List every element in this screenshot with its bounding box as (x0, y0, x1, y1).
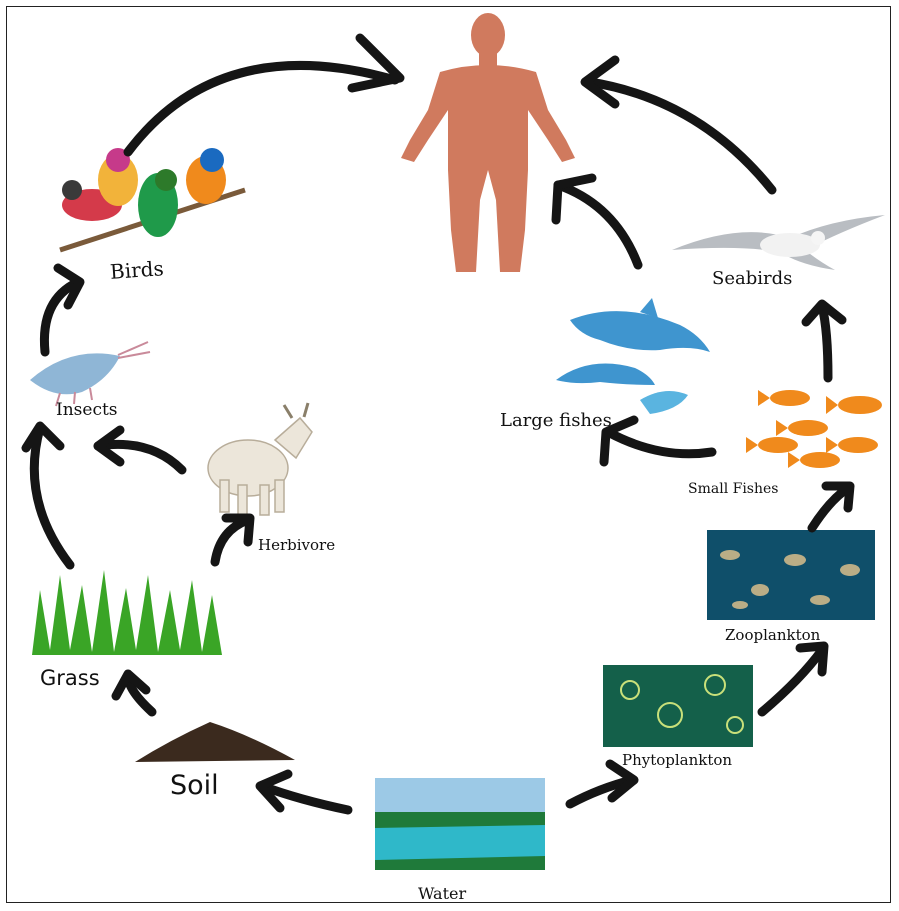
arrow-water-to-soil (260, 774, 348, 810)
arrow-zooplankton-to-smallfishes (812, 486, 850, 528)
arrow-herbivore-to-insects (98, 430, 182, 470)
goat-icon (208, 403, 312, 515)
label-herbivore: Herbivore (258, 536, 335, 554)
arrow-grass-to-herbivore (215, 518, 250, 562)
label-water: Water (418, 884, 466, 903)
soil-icon (135, 722, 295, 762)
arrow-smallfishes-to-seabirds (806, 304, 842, 378)
label-insects: Insects (56, 400, 118, 420)
label-large-fishes: Large fishes (500, 410, 612, 431)
label-small-fishes: Small Fishes (688, 481, 778, 497)
zooplankton-icon (707, 530, 875, 620)
arrow-insects-to-birds (44, 268, 80, 352)
lake-icon (375, 778, 545, 870)
grass-icon (32, 570, 222, 655)
seabird-icon (672, 215, 885, 270)
label-seabirds: Seabirds (712, 268, 792, 289)
label-grass: Grass (40, 666, 100, 690)
arrow-phytoplankton-to-zooplankton (762, 646, 824, 712)
birds-icon (60, 148, 245, 250)
label-zooplankton: Zooplankton (725, 626, 820, 644)
arrow-grass-to-insects (26, 426, 70, 565)
arrow-soil-to-grass (116, 674, 152, 712)
label-soil: Soil (170, 770, 219, 801)
arrow-seabirds-to-human (585, 60, 772, 190)
dolphins-icon (556, 298, 710, 414)
arrow-water-to-phytoplankton (570, 764, 634, 804)
label-birds: Birds (109, 256, 164, 284)
arrow-smallfishes-to-largefishes (604, 420, 712, 462)
arrow-birds-to-human (128, 38, 400, 152)
label-phytoplankton: Phytoplankton (622, 751, 732, 769)
human-figure-icon (401, 13, 575, 272)
phytoplankton-icon (603, 665, 753, 747)
arrow-largefishes-to-human (556, 178, 638, 265)
goldfish-icon (746, 390, 882, 468)
